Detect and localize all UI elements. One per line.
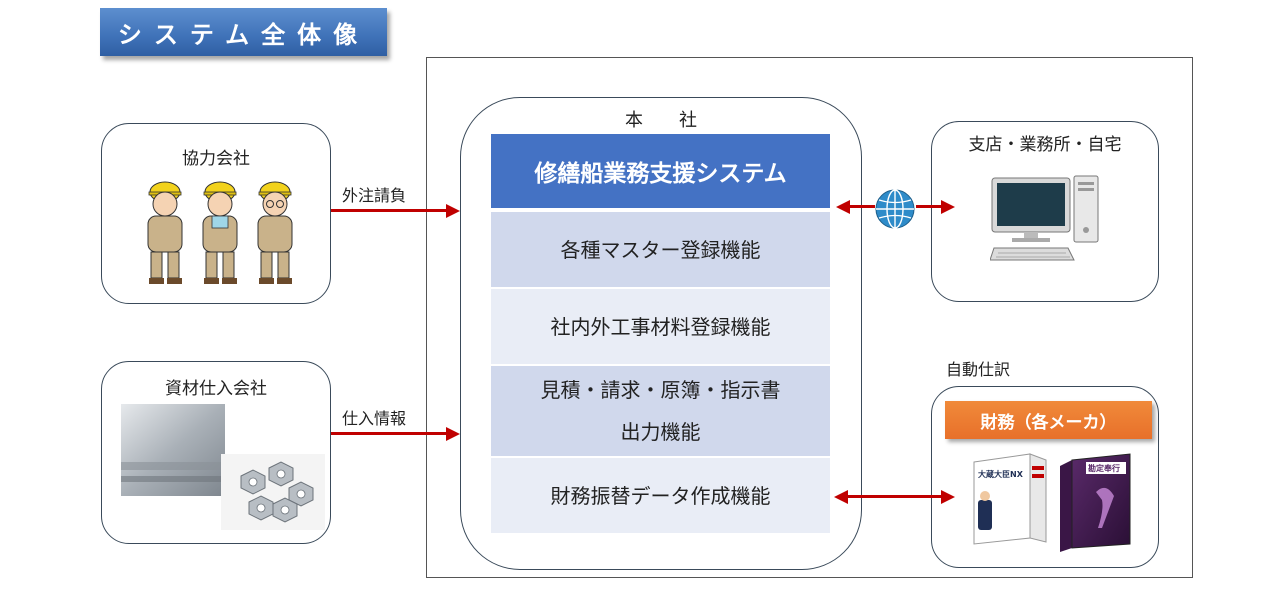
finance-arrow-head-right [941,490,955,504]
outsourcing-arrow-head [446,204,460,218]
outsourcing-arrow-line [331,209,447,212]
function-label: 財務振替データ作成機能 [550,483,771,508]
function-master-registration: 各種マスター登録機能 [491,210,830,287]
function-finance-transfer: 財務振替データ作成機能 [491,456,830,533]
purchasing-arrow-head [446,427,460,441]
system-name-header: 修繕船業務支援システム [491,134,830,208]
cooperating-company-box: 協力会社 [101,123,331,304]
materials-supplier-box: 資材仕入会社 [101,361,331,544]
finance-badge: 財務（各メーカ） [945,401,1152,439]
accounting-software-box-b [1060,453,1131,552]
branch-office-label: 支店・業務所・自宅 [968,135,1122,155]
network-arrow-head-right [941,200,955,214]
globe-icon [875,189,915,229]
purchasing-label: 仕入情報 [342,409,407,428]
desktop-computer-icon [990,175,1099,261]
materials-supplier-label: 資材仕入会社 [165,379,267,399]
function-label-line2: 出力機能 [620,420,701,444]
headquarters-frame [426,57,1193,578]
finance-arrow-head-left [834,490,848,504]
function-label-line1: 見積・請求・原簿・指示書 [540,378,781,402]
network-arrow-line-left [848,205,875,208]
product-b-label: 勘定奉行 [1088,464,1120,473]
accounting-software-box-a [973,453,1047,545]
page-title: システム全体像 [100,8,387,56]
outsourcing-label: 外注請負 [342,186,407,205]
purchasing-arrow-line [331,432,447,435]
function-label: 社内外工事材料登録機能 [550,314,771,339]
product-a-label: 大蔵大臣NX [978,470,1023,479]
function-construction-material-registration: 社内外工事材料登録機能 [491,287,830,364]
finance-arrow-line [846,495,942,498]
workers-illustration [147,181,293,284]
function-label: 各種マスター登録機能 [560,237,761,262]
headquarters-label: 本社 [625,110,733,131]
materials-illustration [121,404,325,530]
network-arrow-line-right [916,205,942,208]
auto-journal-label: 自動仕訳 [946,360,1011,379]
branch-office-box: 支店・業務所・自宅 [931,121,1159,302]
network-arrow-head-left [836,200,850,214]
function-output: 見積・請求・原簿・指示書 出力機能 [491,364,830,456]
cooperating-company-label: 協力会社 [182,149,250,169]
